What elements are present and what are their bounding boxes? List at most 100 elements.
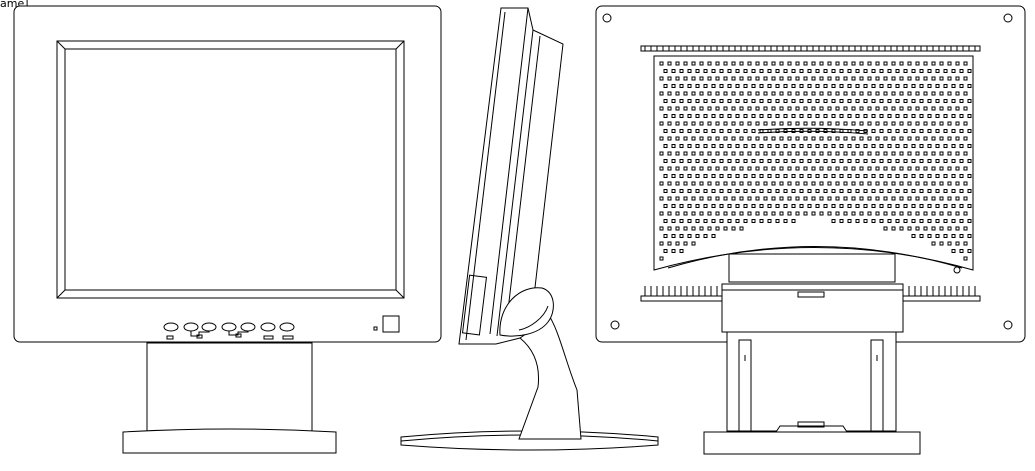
vent-hole bbox=[947, 151, 952, 156]
vent-hole bbox=[787, 121, 792, 126]
vent-hole bbox=[911, 189, 916, 193]
vent-hole bbox=[779, 211, 784, 216]
vent-hole bbox=[903, 69, 908, 73]
vent-hole bbox=[955, 166, 960, 171]
vent-hole bbox=[963, 76, 968, 81]
vent-hole bbox=[827, 166, 832, 171]
vent-hole bbox=[675, 61, 680, 66]
frame-label: ame] bbox=[0, 0, 29, 10]
vent-hole bbox=[863, 159, 868, 163]
vent-hole bbox=[715, 136, 720, 141]
vent-hole bbox=[879, 189, 884, 193]
vent-hole bbox=[875, 61, 880, 66]
vent-hole bbox=[763, 181, 768, 186]
vent-hole bbox=[951, 144, 956, 148]
vent-hole bbox=[807, 99, 812, 103]
vent-hole bbox=[719, 114, 724, 118]
vent-hole bbox=[703, 234, 708, 238]
vent-hole bbox=[955, 151, 960, 156]
vent-hole bbox=[855, 189, 860, 193]
vent-hole bbox=[919, 204, 924, 208]
vent-hole bbox=[891, 91, 896, 96]
vent-hole bbox=[755, 106, 760, 111]
vent-hole bbox=[687, 234, 692, 238]
vent-hole bbox=[803, 91, 808, 96]
vent-hole bbox=[911, 99, 916, 103]
vent-hole bbox=[759, 144, 764, 148]
vent-hole bbox=[939, 166, 944, 171]
vent-hole bbox=[851, 106, 856, 111]
vent-hole bbox=[695, 69, 700, 73]
vent-hole bbox=[779, 76, 784, 81]
vent-hole bbox=[679, 69, 684, 73]
vent-hole bbox=[959, 129, 964, 133]
vent-hole bbox=[799, 114, 804, 118]
vent-hole bbox=[687, 144, 692, 148]
vent-hole bbox=[759, 189, 764, 193]
vent-hole bbox=[955, 241, 960, 246]
vent-hole bbox=[947, 91, 952, 96]
vent-hole bbox=[899, 166, 904, 171]
vent-hole bbox=[811, 136, 816, 141]
vent-hole bbox=[907, 151, 912, 156]
vent-hole bbox=[915, 136, 920, 141]
vent-hole bbox=[779, 166, 784, 171]
vent-hole bbox=[743, 69, 748, 73]
vent-hole bbox=[683, 106, 688, 111]
vent-hole bbox=[867, 166, 872, 171]
vent-hole bbox=[835, 106, 840, 111]
vent-hole bbox=[967, 249, 972, 253]
vent-hole bbox=[667, 241, 672, 246]
vent-hole bbox=[735, 84, 740, 88]
vent-hole bbox=[735, 69, 740, 73]
vent-hole bbox=[755, 76, 760, 81]
vent-hole bbox=[915, 166, 920, 171]
vent-hole bbox=[663, 144, 668, 148]
vent-hole bbox=[967, 234, 972, 238]
vent-hole bbox=[743, 204, 748, 208]
vent-hole bbox=[715, 181, 720, 186]
vent-hole bbox=[699, 166, 704, 171]
vent-hole bbox=[823, 99, 828, 103]
vent-hole bbox=[835, 76, 840, 81]
vent-hole bbox=[943, 99, 948, 103]
vent-hole bbox=[879, 84, 884, 88]
vent-hole bbox=[731, 226, 736, 231]
vent-hole bbox=[951, 114, 956, 118]
vent-hole bbox=[787, 151, 792, 156]
vent-hole bbox=[811, 211, 816, 216]
vent-hole bbox=[707, 151, 712, 156]
vent-hole bbox=[899, 91, 904, 96]
vent-hole bbox=[855, 129, 860, 133]
vent-hole bbox=[951, 204, 956, 208]
vent-hole bbox=[775, 129, 780, 133]
vent-hole bbox=[711, 69, 716, 73]
vent-hole bbox=[907, 196, 912, 201]
vent-hole bbox=[807, 204, 812, 208]
vent-hole bbox=[855, 69, 860, 73]
vent-hole bbox=[839, 99, 844, 103]
vent-hole bbox=[699, 136, 704, 141]
vent-hole bbox=[795, 91, 800, 96]
vent-hole bbox=[731, 91, 736, 96]
vent-hole bbox=[831, 114, 836, 118]
vent-hole bbox=[883, 76, 888, 81]
vent-hole bbox=[859, 76, 864, 81]
vent-hole bbox=[911, 219, 916, 223]
vent-hole bbox=[871, 159, 876, 163]
vent-hole bbox=[859, 211, 864, 216]
vent-hole bbox=[863, 174, 868, 178]
vent-hole bbox=[955, 136, 960, 141]
vent-hole bbox=[895, 189, 900, 193]
vent-hole bbox=[955, 211, 960, 216]
vent-hole bbox=[891, 136, 896, 141]
vent-hole bbox=[831, 189, 836, 193]
vent-hole bbox=[923, 106, 928, 111]
vent-hole bbox=[675, 181, 680, 186]
vent-hole bbox=[739, 151, 744, 156]
vent-hole bbox=[919, 84, 924, 88]
vent-hole bbox=[683, 121, 688, 126]
vent-hole bbox=[803, 166, 808, 171]
vent-hole bbox=[815, 144, 820, 148]
vent-hole bbox=[883, 226, 888, 231]
